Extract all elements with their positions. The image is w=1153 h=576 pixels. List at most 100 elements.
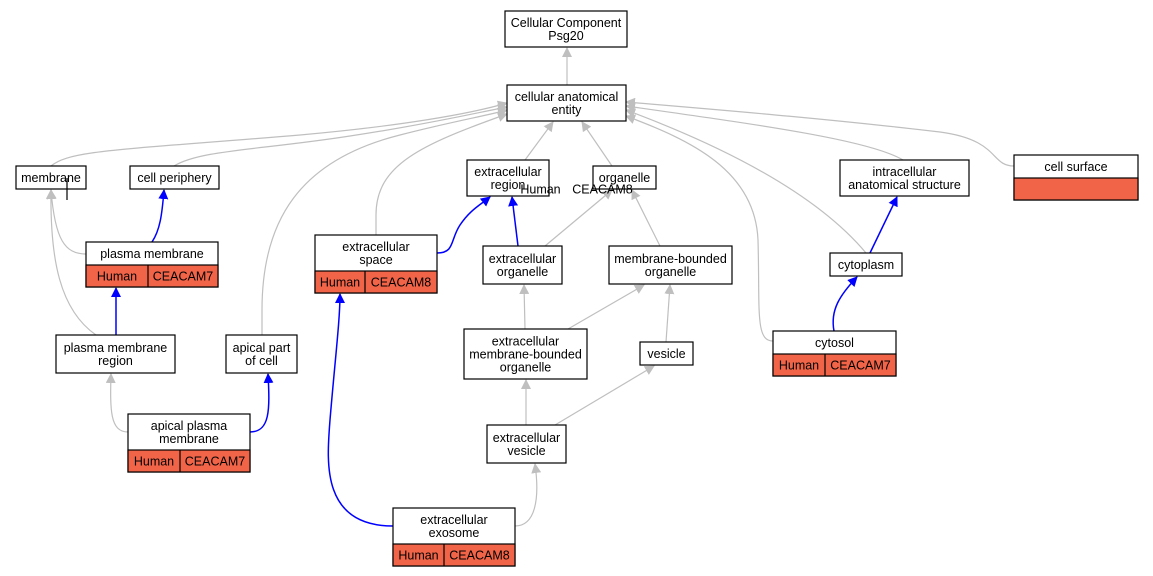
node-box: [463, 328, 588, 380]
node-label: organelle: [497, 265, 548, 279]
node-label: membrane-bounded: [614, 252, 727, 266]
node-vesicle[interactable]: vesicle: [639, 341, 694, 366]
node-label: entity: [552, 103, 583, 117]
annotation-row: [392, 543, 516, 567]
edge-exosome-to-exves: [514, 463, 542, 527]
node-organelle[interactable]: organelle: [592, 165, 657, 190]
node-label: apical part: [233, 341, 291, 355]
edge-mbo-to-organelle: [631, 189, 661, 247]
node-box: [504, 10, 628, 48]
edge-exmbo-to-exorg: [519, 284, 530, 330]
node-label: organelle: [599, 171, 650, 185]
species-label: Human: [320, 276, 360, 290]
node-label: extracellular: [420, 513, 487, 527]
node-box: [592, 165, 657, 190]
edge-apm-to-apical: [249, 373, 274, 433]
node-label: Psg20: [548, 29, 583, 43]
node-label: organelle: [645, 265, 696, 279]
gene-label: CEACAM8: [572, 183, 632, 197]
annotation-row: [127, 449, 251, 473]
node-label: cytosol: [815, 336, 854, 350]
annotation-row: [772, 353, 897, 377]
edge-surface-to-cae: [625, 97, 1015, 167]
edge-pm-to-periphery: [151, 189, 169, 243]
edge-exspace-to-exreg: [436, 196, 491, 254]
edge-pmr-to-membrane: [45, 189, 97, 336]
node-label: region: [491, 178, 526, 192]
node-label: intracellular: [873, 165, 937, 179]
edge-periphery-to-cae: [173, 103, 508, 167]
edge-cytosol-to-cytoplasm: [832, 276, 858, 332]
node-label: membrane-bounded: [469, 348, 582, 362]
node-box: [466, 159, 550, 197]
node-label: plasma membrane: [64, 341, 168, 355]
edge-vesicle-to-mbo: [664, 284, 675, 343]
gene-label: CEACAM7: [153, 270, 213, 284]
edge-cytoplasm-to-intra: [869, 196, 898, 254]
gene-label: CEACAM8: [371, 276, 431, 290]
node-box: [225, 334, 298, 374]
node-label: extracellular: [493, 431, 560, 445]
species-label: Human: [779, 359, 819, 373]
node-label: plasma membrane: [100, 247, 204, 261]
edge-cytoplasm-to-cae: [625, 108, 867, 254]
annotation-row: [1013, 177, 1139, 201]
node-label: cytoplasm: [838, 258, 894, 272]
node-membrane[interactable]: membrane: [15, 165, 87, 190]
node-label: membrane: [159, 432, 219, 446]
node-box: [639, 341, 694, 366]
node-label: of cell: [245, 354, 278, 368]
node-label: membrane: [21, 171, 81, 185]
edge-exreg-to-cae: [524, 121, 554, 161]
node-label: cell periphery: [137, 171, 212, 185]
node-label: vesicle: [647, 347, 685, 361]
edge-exves-to-vesicle: [554, 365, 655, 426]
node-box: [129, 165, 220, 190]
node-label: Cellular Component: [511, 16, 622, 30]
node-box: [829, 252, 903, 277]
species-label: Human: [520, 183, 560, 197]
node-label: anatomical structure: [848, 178, 961, 192]
gene-label: CEACAM7: [830, 359, 890, 373]
edge-exspace-to-cae: [375, 112, 508, 235]
edge-organelle-to-cae: [581, 121, 613, 167]
edge-pm-to-membrane: [46, 189, 87, 255]
node-cytoplasm[interactable]: cytoplasm: [829, 252, 903, 277]
edge-apical-to-cae: [261, 107, 508, 335]
edge-exorg-to-organelle: [544, 189, 613, 247]
annotation-row: [314, 270, 438, 294]
edge-exmbo-to-mbo: [567, 284, 645, 330]
annotation-row: [85, 264, 219, 288]
gene-label: CEACAM8: [449, 549, 509, 563]
edge-membrane-to-cae: [50, 100, 508, 167]
species-label: Human: [398, 549, 438, 563]
node-box: [55, 334, 176, 374]
edge-apm-to-pmr: [105, 373, 129, 433]
node-box: [486, 424, 567, 464]
edge-exosome-to-exspace: [327, 293, 394, 527]
node-periphery[interactable]: cell periphery: [129, 165, 220, 190]
node-label: extracellular: [342, 240, 409, 254]
node-label: space: [359, 253, 392, 267]
node-label: region: [98, 354, 133, 368]
edge-intra-to-cae: [625, 102, 904, 161]
node-label: extracellular: [474, 165, 541, 179]
